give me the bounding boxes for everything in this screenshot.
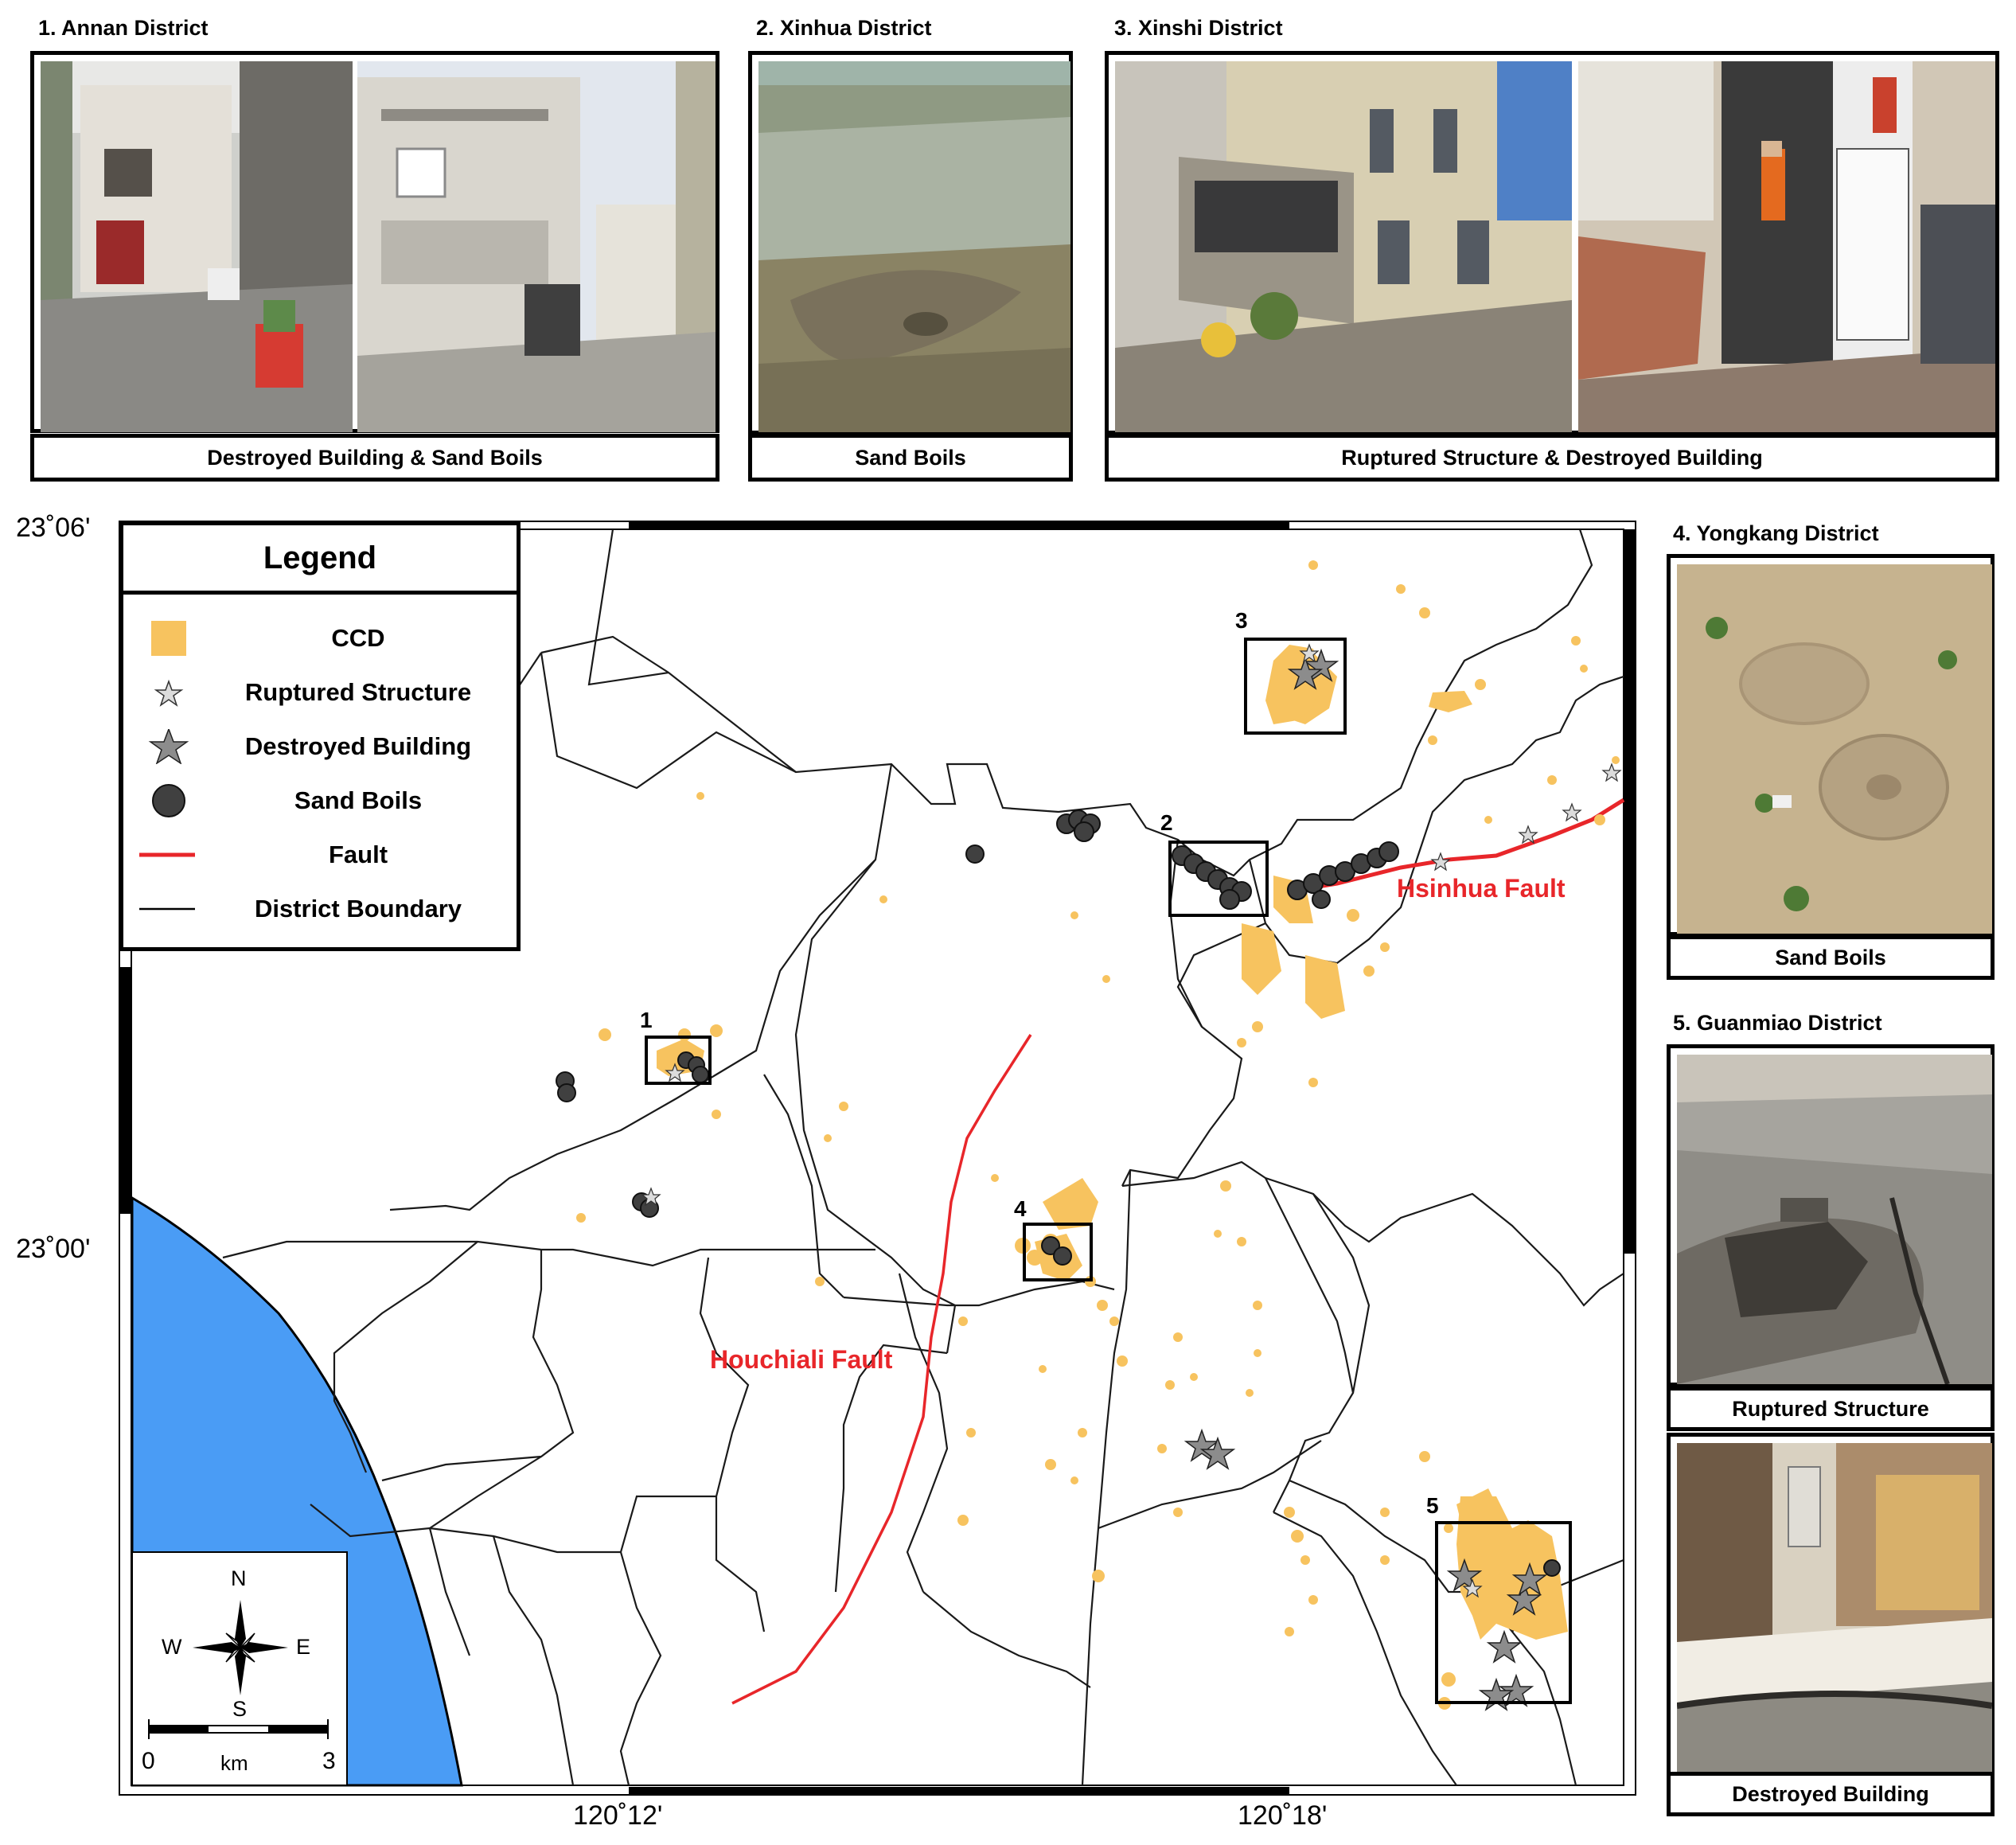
lon-label-west: 120˚12' — [573, 1800, 663, 1831]
destroyed-buildings — [1183, 648, 1548, 1711]
compass-s-label: S — [232, 1697, 248, 1721]
panel-3-caption: Ruptured Structure & Destroyed Building — [1105, 434, 1999, 482]
destroyed-star-icon — [139, 727, 195, 765]
legend-label-boundary: District Boundary — [254, 895, 462, 922]
box-number-2: 2 — [1160, 810, 1173, 835]
panel-3-photo-left — [1115, 61, 1572, 432]
panel-5-caption-1: Ruptured Structure — [1667, 1387, 1995, 1431]
legend-label-sandboils: Sand Boils — [294, 786, 423, 814]
compass-w-label: W — [162, 1635, 182, 1659]
panel-1-caption: Destroyed Building & Sand Boils — [30, 434, 719, 482]
lat-label-north: 23˚06' — [16, 513, 91, 543]
panel-5-frame-top — [1667, 1044, 1995, 1387]
scale-bar — [148, 1719, 329, 1739]
legend-item-sandboils: Sand Boils — [123, 777, 517, 825]
fault-line-icon — [139, 837, 195, 872]
houchiali-fault-line — [731, 1034, 1032, 1705]
box-number-3: 3 — [1235, 608, 1248, 633]
hsinhua-fault-label: Hsinhua Fault — [1397, 874, 1566, 903]
panel-3-photo-right — [1578, 61, 1995, 432]
panel-1-photo-right — [357, 61, 716, 432]
panel-1-photo-left — [41, 61, 353, 432]
legend-item-ccd: CCD — [123, 614, 517, 662]
legend-item-boundary: District Boundary — [123, 885, 517, 933]
district-boundaries — [222, 529, 1624, 1786]
ccd-cluster-5 — [1456, 1496, 1568, 1640]
legend-label-ruptured: Ruptured Structure — [244, 678, 472, 706]
sand-boil-circle-icon — [139, 783, 195, 818]
legend-label-ccd: CCD — [331, 624, 385, 652]
panel-5-photo-building — [1677, 1443, 1992, 1774]
panel-4-title: 4. Yongkang District — [1673, 521, 1879, 545]
panel-2-photo — [758, 61, 1070, 432]
panel-1-frame — [30, 51, 719, 433]
box-number-4: 4 — [1014, 1196, 1027, 1221]
scale-max-label: 3 — [322, 1748, 336, 1774]
panel-4-photo — [1677, 564, 1992, 934]
compass-rose — [193, 1600, 288, 1695]
panel-4-frame — [1667, 554, 1995, 936]
legend: Legend CCD Ruptured Structure Destroyed … — [119, 521, 521, 951]
legend-item-fault: Fault — [123, 831, 517, 879]
sand-boils — [556, 809, 1561, 1577]
panel-5-caption-2: Destroyed Building — [1667, 1772, 1995, 1816]
houchiali-fault-label: Houchiali Fault — [710, 1345, 893, 1374]
panel-5-frame-bottom — [1667, 1433, 1995, 1777]
ccd-swatch-icon — [139, 621, 195, 656]
legend-item-ruptured: Ruptured Structure — [123, 669, 517, 716]
compass-e-label: E — [296, 1635, 311, 1659]
panel-2-title: 2. Xinhua District — [756, 16, 932, 40]
box-number-1: 1 — [640, 1008, 653, 1032]
panel-3-frame — [1105, 51, 1999, 435]
box-number-5: 5 — [1426, 1493, 1439, 1518]
legend-label-fault: Fault — [328, 841, 388, 868]
panel-5-title: 5. Guanmiao District — [1673, 1011, 1882, 1035]
compass-n-label: N — [231, 1566, 247, 1590]
panel-4-caption: Sand Boils — [1667, 935, 1995, 980]
ruptured-structures — [641, 643, 1622, 1598]
legend-label-destroyed: Destroyed Building — [244, 732, 472, 760]
lat-label-south: 23˚00' — [16, 1234, 91, 1264]
panel-5-photo-road — [1677, 1055, 1992, 1384]
legend-title: Legend — [123, 525, 517, 595]
boundary-line-icon — [139, 891, 195, 926]
panel-1-title: 1. Annan District — [38, 16, 209, 40]
ruptured-star-icon — [139, 675, 195, 710]
legend-item-destroyed: Destroyed Building — [123, 723, 517, 770]
scale-unit-label: km — [220, 1751, 248, 1775]
panel-2-caption: Sand Boils — [748, 434, 1073, 482]
panel-2-frame — [748, 51, 1073, 435]
study-boxes — [645, 638, 1572, 1704]
panel-3-title: 3. Xinshi District — [1114, 16, 1283, 40]
lon-label-east: 120˚18' — [1238, 1800, 1328, 1831]
scale-min-label: 0 — [142, 1748, 155, 1774]
